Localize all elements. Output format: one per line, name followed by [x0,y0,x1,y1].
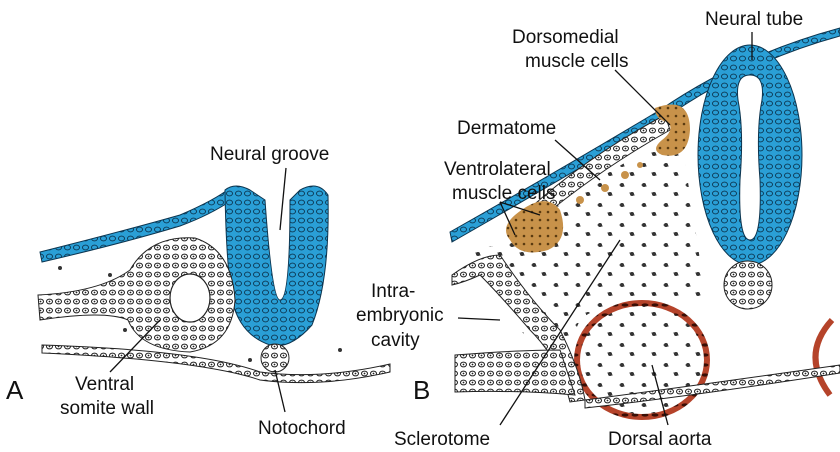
ventrolateral-muscle-cells [506,201,564,253]
bottom-layer-b [584,364,840,409]
panel-a: Neural groove Ventral somite wall Notoch… [6,144,391,439]
endoderm-b [454,349,576,396]
neural-groove-plate [224,185,329,347]
label-dermatome: Dermatome [457,118,556,139]
dorsomedial-muscle-cells [655,104,690,156]
label-ventrolateral-line2: muscle cells [452,183,555,204]
label-dorsal-aorta: Dorsal aorta [608,429,712,450]
dorsal-aorta-lumen [580,306,704,414]
label-ventrolateral-line1: Ventrolateral [444,159,551,180]
label-neural-tube: Neural tube [705,9,803,30]
notochord-b [723,260,773,310]
label-cavity-line2: embryonic [356,305,444,326]
label-dorsomedial-line1: Dorsomedial [512,27,619,48]
notochord-a [260,343,290,373]
somite-lumen [169,273,211,323]
label-dorsomedial-line2: muscle cells [525,51,628,72]
label-neural-groove: Neural groove [210,144,329,165]
muscle-cell-dots [576,162,643,204]
sclerotome-mesenchyme [470,130,707,348]
label-cavity-line3: cavity [371,330,420,351]
panel-letter-b: B [413,375,430,405]
neural-tube-lumen [737,74,763,241]
endoderm-a [41,344,391,384]
mesenchyme-dots [58,266,342,362]
label-notochord-a: Notochord [258,418,346,439]
panel-letter-a: A [6,375,24,405]
somite-a [37,237,236,353]
label-cavity-line1: Intra- [371,281,415,302]
label-ventral-somite-wall-line1: Ventral [75,374,134,395]
panel-b: Dorsomedial muscle cells Neural tube Der… [356,9,840,450]
right-aorta-arc [812,317,835,397]
label-ventral-somite-wall-line2: somite wall [60,398,154,419]
label-sclerotome: Sclerotome [394,429,490,450]
